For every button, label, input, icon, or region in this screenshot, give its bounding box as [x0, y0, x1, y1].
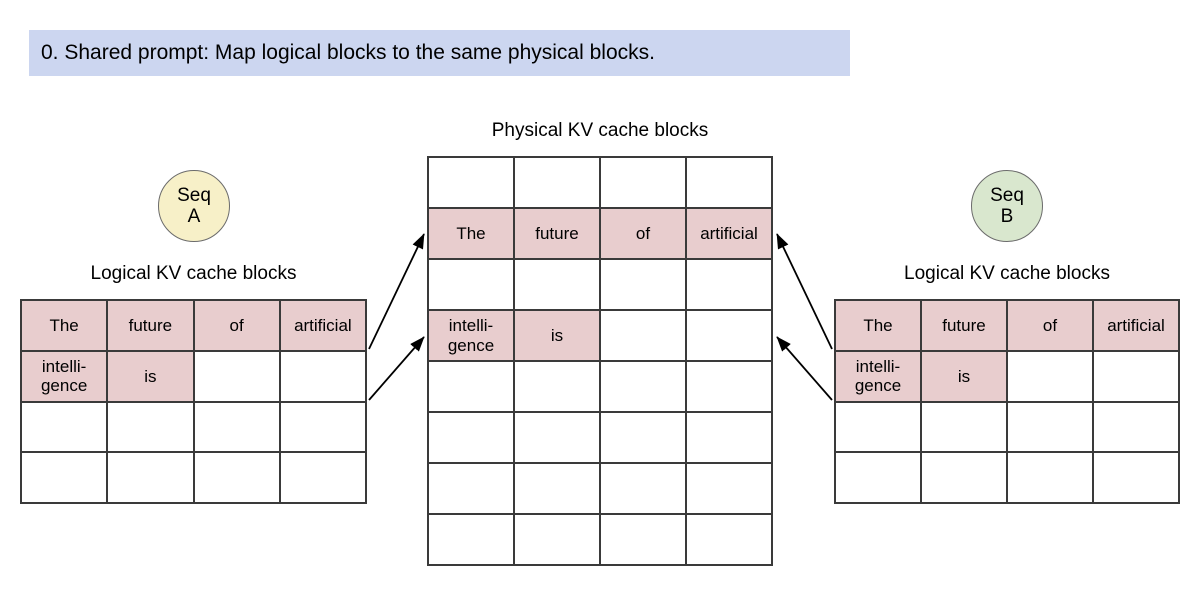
- seq-b-badge: Seq B: [971, 170, 1043, 242]
- kv-block-empty: [429, 515, 515, 566]
- kv-block-empty: [601, 362, 687, 413]
- kv-block-empty: [1094, 351, 1180, 403]
- kv-block-empty: [515, 515, 601, 566]
- arrow-b-row2-to-physical-row4: [776, 336, 833, 401]
- kv-block-empty: [601, 311, 687, 362]
- kv-block-empty: [836, 453, 922, 504]
- kv-block-empty: [1094, 402, 1180, 454]
- kv-block-empty: [429, 413, 515, 464]
- kv-block-empty: [687, 362, 773, 413]
- kv-block-empty: [515, 158, 601, 209]
- kv-block-filled: is: [922, 351, 1008, 403]
- kv-block-filled: of: [601, 209, 687, 260]
- seq-a-badge-line2: A: [187, 206, 201, 227]
- kv-block-filled: future: [108, 301, 195, 352]
- kv-block-empty: [429, 362, 515, 413]
- kv-block-filled: intelli- gence: [836, 351, 922, 403]
- kv-block-empty: [601, 464, 687, 515]
- kv-block-empty: [922, 453, 1008, 504]
- seq-a-logical-caption: Logical KV cache blocks: [90, 263, 297, 284]
- arrow-a-row1-to-physical-row2: [368, 233, 425, 350]
- kv-block-empty: [601, 158, 687, 209]
- kv-block-filled: The: [836, 301, 922, 352]
- kv-block-filled: is: [108, 351, 195, 403]
- kv-block-empty: [836, 402, 922, 454]
- kv-block-filled: of: [1008, 301, 1094, 352]
- physical-blocks-caption: Physical KV cache blocks: [491, 120, 709, 141]
- seq-a-badge-line1: Seq: [177, 184, 211, 206]
- kv-block-empty: [108, 402, 195, 454]
- step-banner-text: 0. Shared prompt: Map logical blocks to …: [41, 41, 655, 65]
- kv-block-empty: [515, 413, 601, 464]
- kv-block-empty: [194, 453, 281, 504]
- kv-block-filled: The: [429, 209, 515, 260]
- kv-block-empty: [687, 158, 773, 209]
- kv-block-empty: [22, 402, 109, 454]
- kv-block-empty: [429, 464, 515, 515]
- kv-block-filled: artificial: [280, 301, 367, 352]
- kv-block-empty: [429, 158, 515, 209]
- arrow-a-row2-to-physical-row4: [368, 336, 425, 401]
- kv-block-empty: [687, 311, 773, 362]
- kv-block-empty: [515, 464, 601, 515]
- arrow-b-row1-to-physical-row2: [776, 233, 833, 350]
- seq-b-badge-line1: Seq: [990, 184, 1024, 206]
- seq-b-badge-line2: B: [1000, 206, 1014, 227]
- kv-block-filled: artificial: [687, 209, 773, 260]
- seq-a-badge: Seq A: [158, 170, 230, 242]
- kv-block-empty: [1008, 351, 1094, 403]
- kv-block-empty: [922, 402, 1008, 454]
- kv-block-empty: [601, 413, 687, 464]
- kv-block-empty: [687, 413, 773, 464]
- kv-block-empty: [194, 351, 281, 403]
- kv-block-empty: [429, 260, 515, 311]
- kv-block-empty: [601, 515, 687, 566]
- kv-block-empty: [687, 464, 773, 515]
- kv-block-empty: [687, 260, 773, 311]
- kv-block-filled: future: [922, 301, 1008, 352]
- kv-block-empty: [280, 351, 367, 403]
- kv-block-empty: [280, 453, 367, 504]
- kv-block-filled: of: [194, 301, 281, 352]
- kv-block-filled: intelli- gence: [22, 351, 109, 403]
- kv-block-filled: future: [515, 209, 601, 260]
- step-banner: 0. Shared prompt: Map logical blocks to …: [29, 30, 850, 76]
- kv-block-empty: [1008, 453, 1094, 504]
- kv-block-empty: [22, 453, 109, 504]
- kv-block-empty: [1094, 453, 1180, 504]
- kv-block-empty: [108, 453, 195, 504]
- kv-block-filled: is: [515, 311, 601, 362]
- kv-block-filled: The: [22, 301, 109, 352]
- kv-block-empty: [687, 515, 773, 566]
- kv-block-empty: [515, 260, 601, 311]
- seq-b-logical-caption: Logical KV cache blocks: [904, 263, 1110, 284]
- kv-block-filled: intelli- gence: [429, 311, 515, 362]
- kv-block-empty: [1008, 402, 1094, 454]
- kv-block-empty: [194, 402, 281, 454]
- kv-block-empty: [515, 362, 601, 413]
- kv-block-filled: artificial: [1094, 301, 1180, 352]
- kv-block-empty: [601, 260, 687, 311]
- kv-block-empty: [280, 402, 367, 454]
